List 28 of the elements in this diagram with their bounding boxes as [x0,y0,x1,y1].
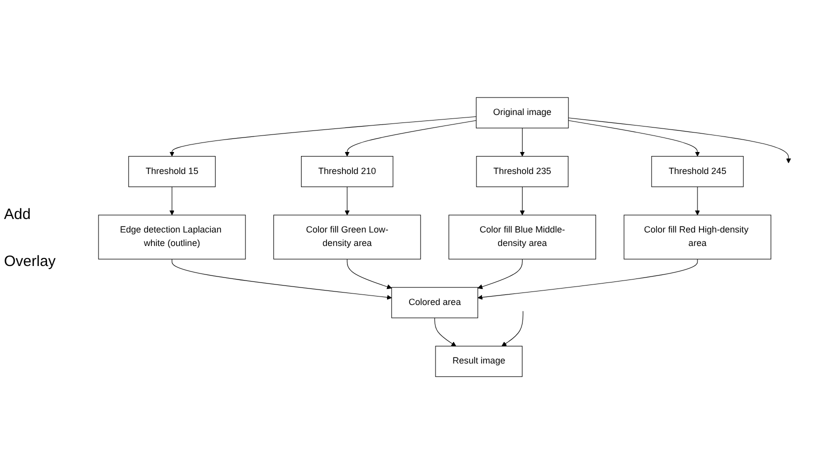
arrow [520,128,525,157]
node-box: Threshold 245 [651,156,744,188]
node-box: Color fill Red High-density area [624,215,772,260]
arrow [568,118,791,164]
arrow [172,259,392,300]
arrow [520,186,525,216]
arrow [170,186,174,216]
operation-label: Add [4,206,32,222]
operation-label: Overlay [4,252,57,270]
node-box: Result image [435,346,522,378]
arrow [344,120,476,157]
node-box: Threshold 210 [301,156,394,188]
node-box: Color fill Green Low-density area [273,215,421,260]
arrow [478,259,523,290]
arrow [568,120,700,157]
node-box: Edge detection Laplacian white (outline) [98,215,246,260]
arrow [502,311,524,347]
node-box: Original image [476,98,569,129]
node-box: Threshold 235 [476,156,568,188]
node-box: Colored area [391,288,478,319]
node-box: Color fill Blue Middle-density area [448,215,596,260]
node-box: Threshold 15 [128,156,216,188]
arrow [346,259,392,290]
arrow [478,259,698,300]
arrow [170,116,476,157]
arrow [344,186,350,216]
arrow [694,186,700,216]
arrow [434,318,456,347]
